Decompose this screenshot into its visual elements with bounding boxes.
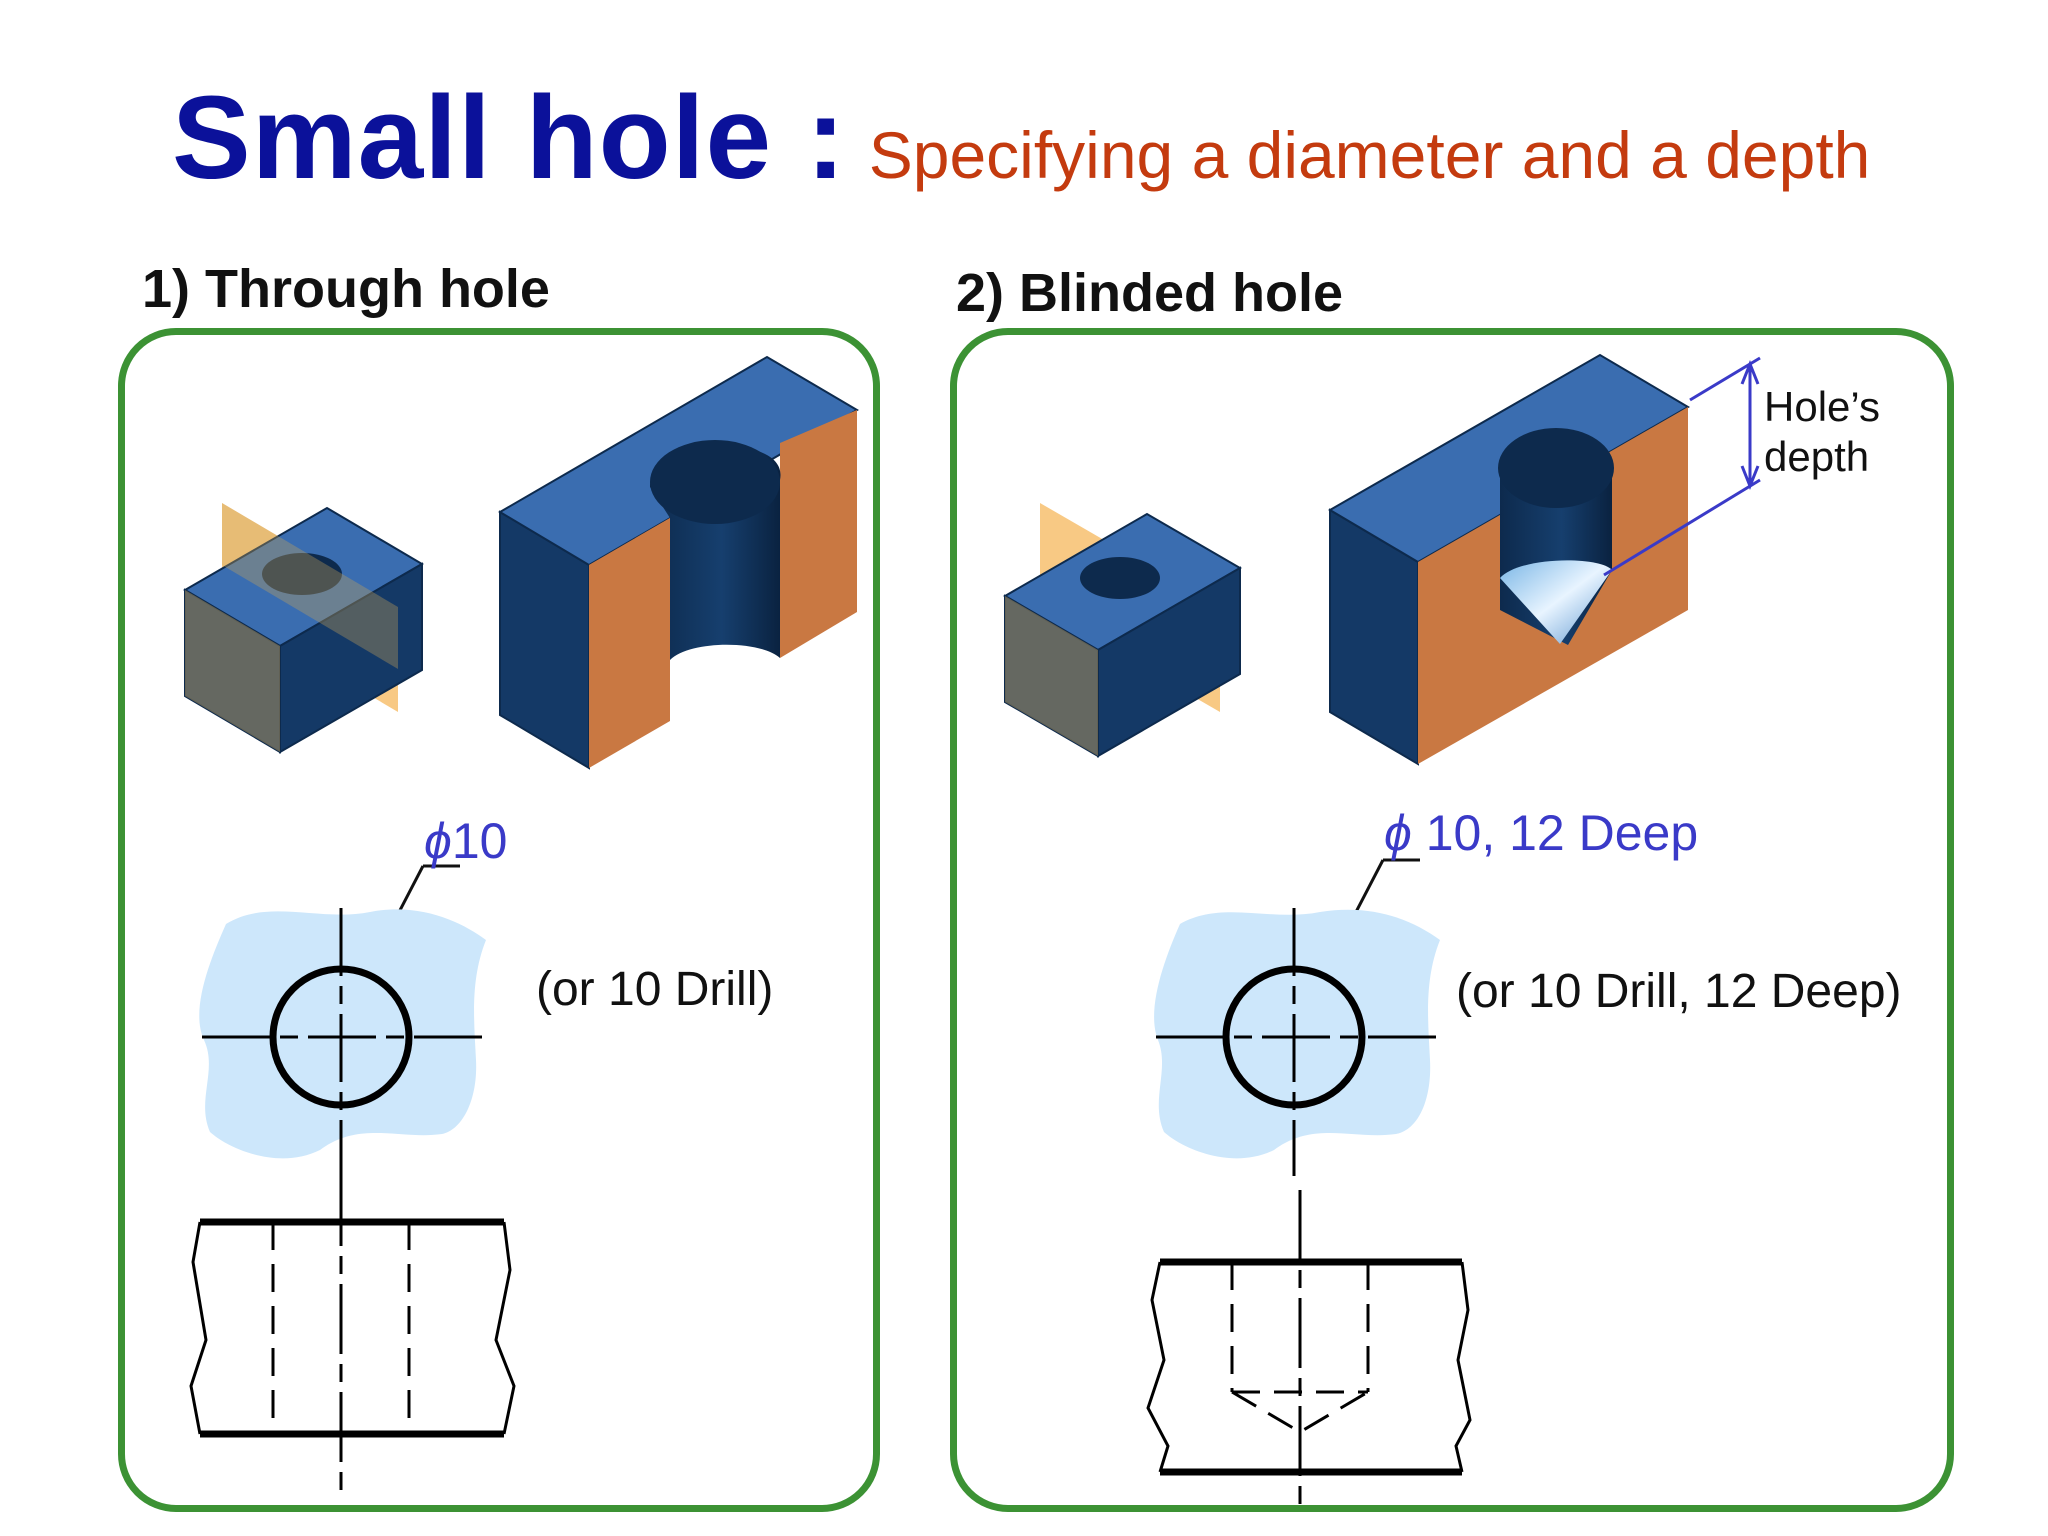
top-view-blind [1154,908,1440,1176]
title-subtitle: Specifying a diameter and a depth [868,118,1871,192]
cut-block-through [498,355,859,770]
section-heading-through-hole: 1) Through hole [142,259,550,319]
section-heading-blinded-hole: 2) Blinded hole [956,263,1344,323]
alt-note-through: (or 10 Drill) [536,963,774,1016]
callout-value-blind: 10, 12 Deep [1411,805,1699,861]
title-main: Small hole : [172,72,847,204]
depth-label: Hole’s depth [1764,382,1880,482]
front-view-through [189,1176,516,1490]
page-title: Small hole : Specifying a diameter and a… [172,70,1870,206]
depth-dimension [1603,356,1761,577]
panel-blinded-hole [950,328,1954,1512]
panel-through-hole [118,328,880,1512]
top-view-through [199,908,487,1176]
depth-label-line2: depth [1764,433,1870,480]
alt-note-blind: (or 10 Drill, 12 Deep) [1456,965,1902,1018]
depth-label-line1: Hole’s [1764,383,1880,430]
small-block-blind [1003,503,1242,758]
small-block-through [183,503,424,754]
callout-through: ϕ10 [424,812,507,870]
cut-block-blind [1328,353,1690,766]
callout-blind: ϕ 10, 12 Deep [1384,804,1698,862]
front-view-blind [1146,1190,1472,1512]
diameter-symbol-through: ϕ [424,813,452,869]
callout-value-through: 10 [451,813,508,869]
diameter-symbol-blind: ϕ [1384,805,1412,861]
